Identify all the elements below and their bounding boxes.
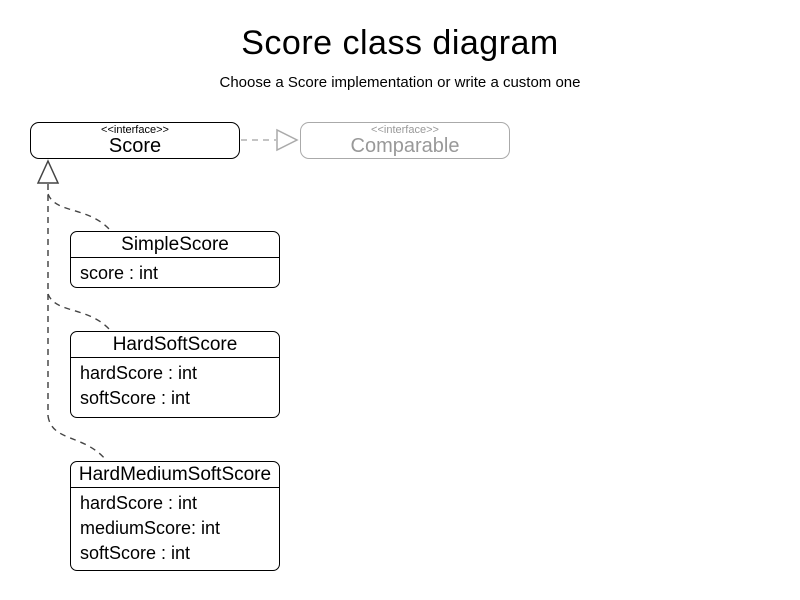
- score-stereotype: <<interface>>: [101, 124, 169, 136]
- attribute: mediumScore: int: [80, 518, 221, 538]
- attribute: softScore : int: [80, 388, 191, 408]
- hollow-triangle-arrowhead-right: [276, 128, 299, 152]
- realization-branch-simplescore: [47, 193, 111, 231]
- class-box-hardmediumsoftscore: HardMediumSoftScore hardScore : int medi…: [70, 461, 280, 571]
- attribute: softScore : int: [80, 543, 191, 563]
- realization-branch-hardsoftscore: [47, 293, 111, 331]
- class-name: SimpleScore: [71, 232, 279, 258]
- comparable-stereotype: <<interface>>: [371, 124, 439, 136]
- class-box-simplescore: SimpleScore score : int: [70, 231, 280, 288]
- attribute: score : int: [80, 263, 159, 283]
- class-name: HardSoftScore: [71, 332, 279, 358]
- class-box-hardsoftscore: HardSoftScore hardScore : int softScore …: [70, 331, 280, 418]
- class-name: HardMediumSoftScore: [71, 462, 279, 488]
- realization-branch-hardmediumsoftscore: [47, 415, 107, 461]
- attribute-compartment: score : int: [71, 258, 279, 289]
- attribute: hardScore : int: [80, 493, 198, 513]
- score-interface-name: Score: [108, 135, 162, 157]
- attribute: hardScore : int: [80, 363, 198, 383]
- interface-box-score: <<interface>> Score: [30, 122, 240, 159]
- attribute-compartment: hardScore : int mediumScore: int softSco…: [71, 488, 279, 569]
- hollow-triangle-arrowhead-up: [36, 159, 60, 184]
- diagram-subtitle: Choose a Score implementation or write a…: [219, 74, 581, 91]
- diagram-title: Score class diagram: [241, 24, 559, 62]
- interface-box-comparable: <<interface>> Comparable: [300, 122, 510, 159]
- comparable-interface-name: Comparable: [350, 135, 460, 157]
- attribute-compartment: hardScore : int softScore : int: [71, 358, 279, 414]
